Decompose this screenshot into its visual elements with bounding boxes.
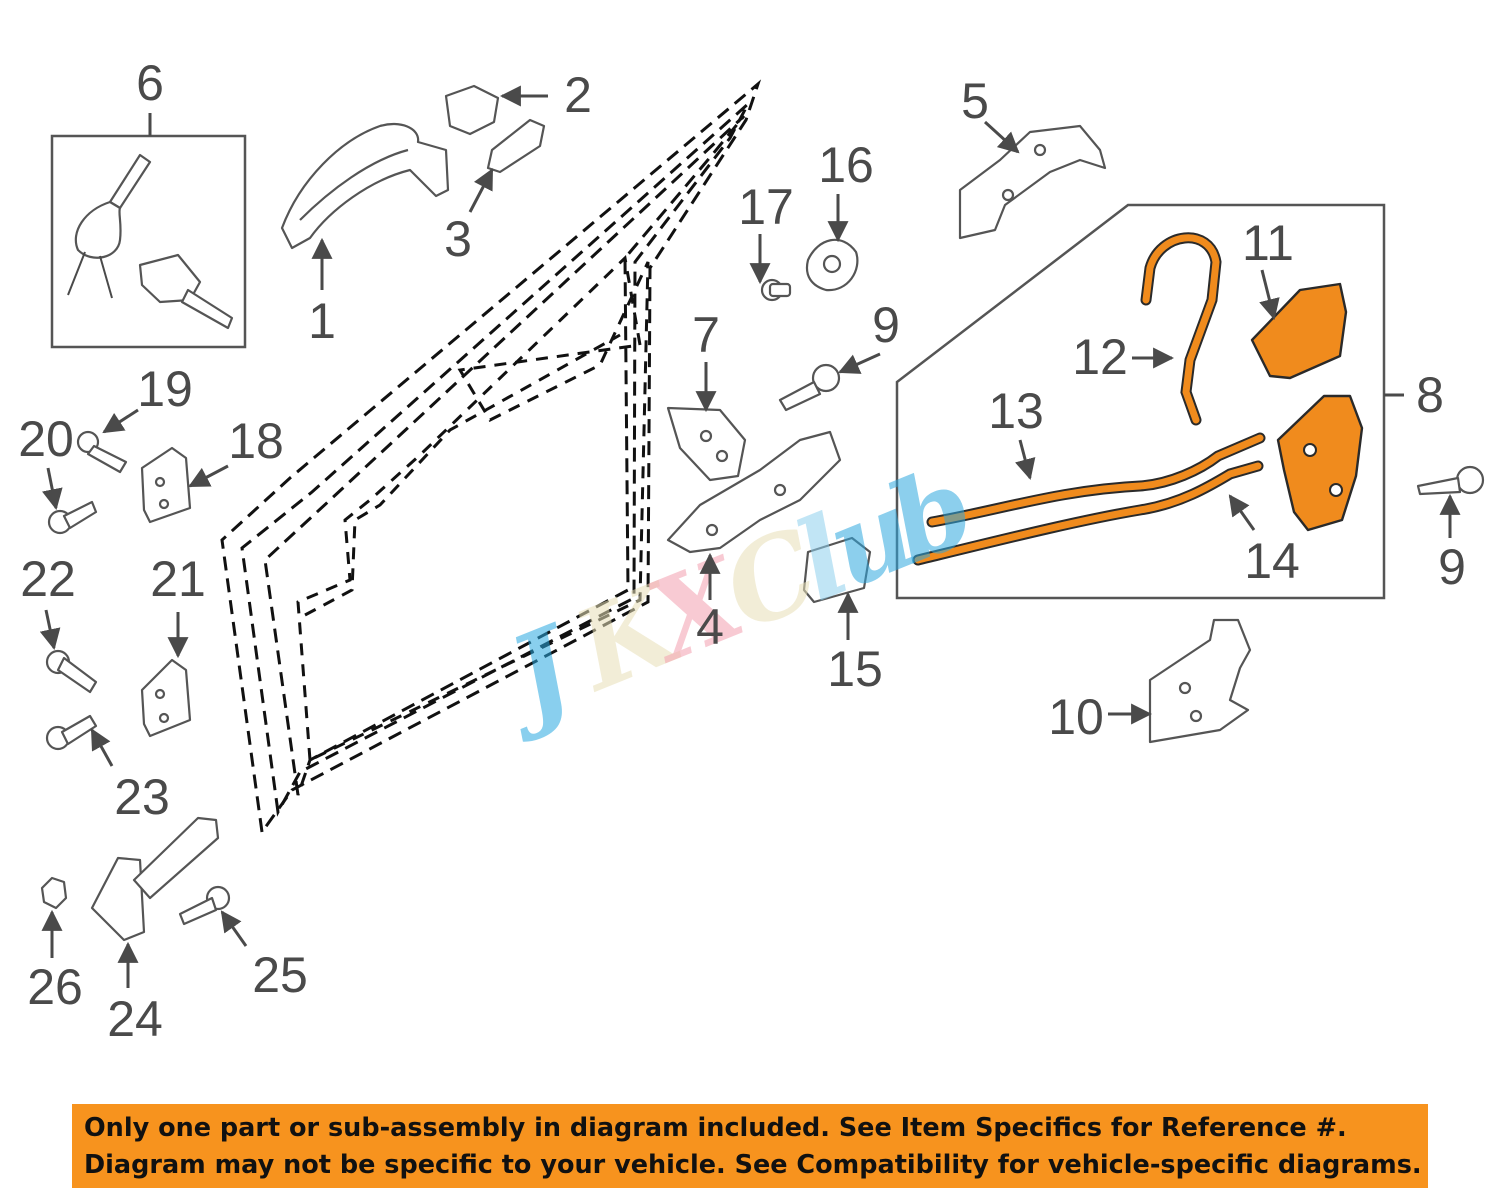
hinge-bolt — [76, 430, 128, 474]
callout-16: 16 — [818, 137, 874, 193]
callout-22: 22 — [20, 551, 76, 607]
callout-2: 2 — [564, 67, 592, 123]
callout-18: 18 — [228, 413, 284, 469]
callout-26: 26 — [27, 959, 83, 1015]
callout-13: 13 — [988, 383, 1044, 439]
callout-9: 9 — [872, 297, 900, 353]
callout-7: 7 — [692, 307, 720, 363]
callout-labels: 1 2 3 4 5 6 7 8 9 9 10 11 12 13 14 15 16… — [18, 55, 1466, 1047]
disclaimer-line-1: Only one part or sub-assembly in diagram… — [84, 1113, 1347, 1143]
lower-hinge — [1148, 618, 1252, 744]
lock-rod — [1140, 232, 1222, 426]
handle-cap — [444, 84, 500, 136]
hinge-bolt — [47, 500, 98, 535]
disclaimer-banner: Only one part or sub-assembly in diagram… — [72, 1104, 1428, 1188]
callout-15: 15 — [827, 641, 883, 697]
callout-3: 3 — [444, 211, 472, 267]
key-lock-cylinder-set — [50, 113, 247, 349]
outside-door-handle — [280, 122, 450, 250]
door-check-bolt — [178, 885, 231, 926]
door-hinge-lower — [140, 658, 192, 738]
small-screw — [760, 278, 792, 302]
leader-lines — [39, 85, 1461, 988]
callout-25: 25 — [252, 947, 308, 1003]
lock-cable — [912, 460, 1264, 566]
callout-1: 1 — [308, 293, 336, 349]
callout-5: 5 — [961, 73, 989, 129]
callout-17: 17 — [738, 179, 794, 235]
callout-10: 10 — [1048, 689, 1104, 745]
disclaimer-line-2: Diagram may not be specific to your vehi… — [84, 1150, 1422, 1180]
callout-11: 11 — [1242, 215, 1294, 271]
lock-actuator-cover — [802, 536, 872, 604]
callout-8: 8 — [1416, 367, 1444, 423]
hinge-bolt — [45, 714, 98, 751]
screw — [778, 363, 841, 412]
door-latch — [1276, 394, 1364, 532]
door-check — [90, 816, 220, 942]
callout-9-right: 9 — [1438, 539, 1466, 595]
callout-12: 12 — [1072, 329, 1128, 385]
latch-assembly-group — [895, 203, 1404, 600]
striker-plate — [805, 238, 859, 292]
callout-19: 19 — [137, 361, 193, 417]
inside-handle-cable — [926, 432, 1266, 528]
latch-cover — [1250, 282, 1348, 380]
door-hinge-upper — [140, 446, 192, 524]
upper-hinge — [958, 124, 1107, 240]
callout-6: 6 — [136, 55, 164, 111]
screw — [1416, 465, 1485, 496]
hinge-bolt — [45, 649, 98, 694]
callout-20: 20 — [18, 411, 74, 467]
callout-24: 24 — [107, 991, 163, 1047]
door-outline — [220, 79, 762, 836]
callout-4: 4 — [696, 599, 724, 655]
latch-rod-bracket — [666, 430, 842, 554]
callout-14: 14 — [1244, 533, 1300, 589]
door-check-nut — [40, 876, 68, 910]
callout-23: 23 — [114, 769, 170, 825]
lock-bracket — [666, 406, 747, 482]
callout-21: 21 — [150, 551, 206, 607]
handle-cover — [486, 118, 546, 174]
